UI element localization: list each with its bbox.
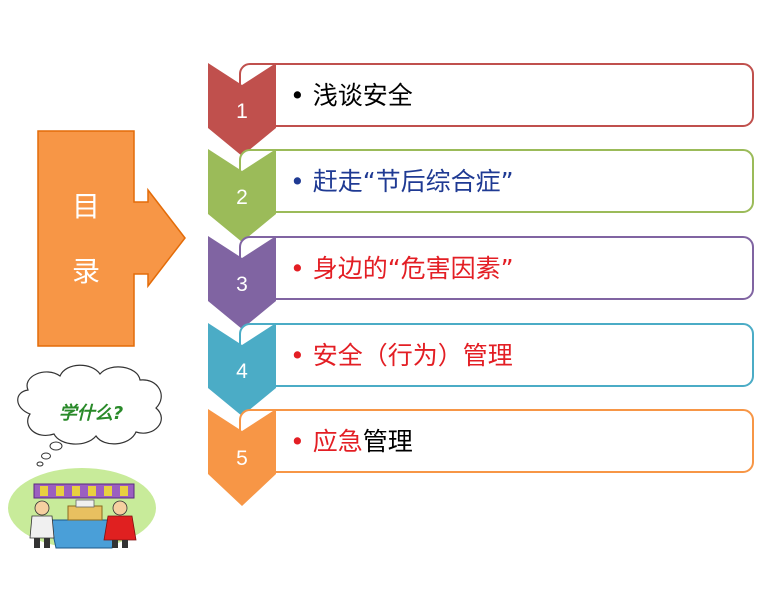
item-number-4: 4 [236, 360, 248, 383]
item-chevron-1 [208, 63, 276, 156]
item-text-1: • 浅谈安全 [290, 83, 413, 108]
item-text-2: • 赶走“节后综合症” [290, 169, 514, 194]
item-4-part-1: 安全（行为）管理 [312, 341, 513, 370]
item-2-part-1: 赶走“节后综合症” [312, 167, 514, 196]
item-bullet-1: • [290, 81, 313, 110]
item-number-5: 5 [236, 447, 248, 470]
item-bullet-3: • [290, 254, 313, 283]
item-5-part-2: 管理 [362, 427, 413, 456]
item-text-5: • 应急管理 [290, 429, 413, 454]
item-bullet-5: • [290, 427, 313, 456]
toc-label-char-2: 录 [71, 255, 100, 288]
item-number-2: 2 [236, 186, 248, 209]
classroom-clipart [8, 468, 156, 549]
item-1-part-1: 浅谈安全 [312, 81, 413, 110]
bubble-text: 学什么? [58, 403, 124, 424]
item-bullet-2: • [290, 167, 313, 196]
item-chevron-2 [208, 149, 276, 242]
toc-callout-arrow [37, 130, 186, 347]
item-5-part-1: 应急 [312, 427, 363, 456]
item-chevron-3 [208, 236, 276, 329]
item-3-part-1: 身边的“危害因素” [312, 254, 514, 283]
item-chevron-4 [208, 323, 276, 416]
item-bullet-4: • [290, 341, 313, 370]
item-text-4: • 安全（行为）管理 [290, 343, 513, 368]
item-number-3: 3 [236, 273, 248, 296]
thought-bubble [17, 364, 162, 467]
item-text-3: • 身边的“危害因素” [290, 256, 514, 281]
toc-label-char-1: 目 [71, 190, 100, 223]
item-number-1: 1 [236, 100, 248, 123]
item-chevron-5 [208, 409, 276, 506]
